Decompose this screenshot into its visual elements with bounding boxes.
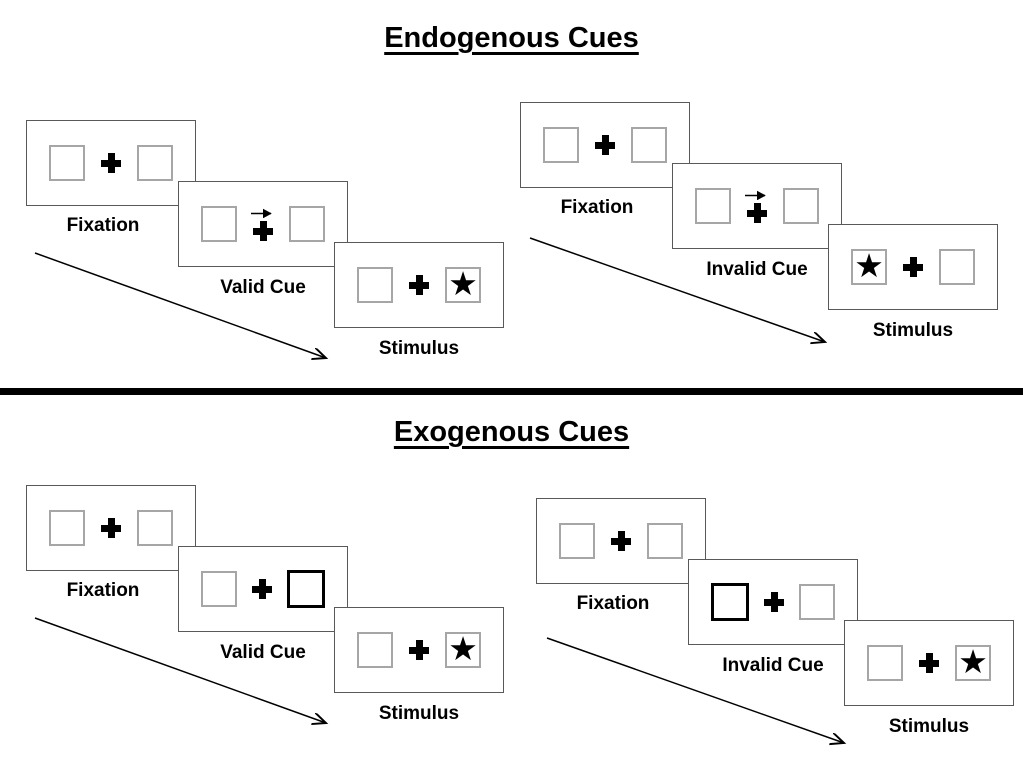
timeline-arrow-icon <box>529 237 1006 360</box>
label-fixation: Fixation <box>560 197 634 218</box>
exogenous-invalid-trial: Fixation Invalid Cue ★ Stimulus <box>536 498 1022 756</box>
panel-fixation <box>26 485 196 571</box>
label-valid-cue: Valid Cue <box>220 642 306 663</box>
placeholder-square-left <box>49 510 85 546</box>
label-stimulus: Stimulus <box>378 338 460 359</box>
placeholder-square-right <box>799 584 835 620</box>
target-square-right: ★ <box>445 267 481 303</box>
placeholder-square-left <box>695 188 731 224</box>
panel-fixation <box>520 102 690 188</box>
placeholder-square-left <box>49 145 85 181</box>
placeholder-square-right <box>631 127 667 163</box>
fixation-cross-icon <box>611 531 631 551</box>
label-fixation: Fixation <box>66 580 140 601</box>
placeholder-square-left <box>357 267 393 303</box>
placeholder-square-left <box>543 127 579 163</box>
star-icon: ★ <box>448 630 478 667</box>
fixation-cross-icon <box>903 257 923 277</box>
label-stimulus: Stimulus <box>888 716 970 737</box>
section-title-endogenous: Endogenous Cues <box>384 22 639 54</box>
placeholder-square-right <box>289 206 325 242</box>
fixation-cross-icon <box>764 592 784 612</box>
label-stimulus: Stimulus <box>378 703 460 724</box>
section-divider <box>0 388 1023 395</box>
placeholder-square-right <box>137 145 173 181</box>
panel-valid-cue <box>178 546 348 632</box>
fixation-cross-icon <box>101 153 121 173</box>
timeline-arrow-icon <box>34 617 512 743</box>
placeholder-square-right <box>137 510 173 546</box>
fixation-cross-icon <box>253 221 273 241</box>
label-stimulus: Stimulus <box>872 320 954 341</box>
fixation-cross-icon <box>101 518 121 538</box>
placeholder-square-left <box>201 206 237 242</box>
exogenous-valid-trial: Fixation Valid Cue ★ Stimulus <box>26 485 512 743</box>
cue-arrow-right-icon <box>251 208 272 218</box>
fixation-cross-icon <box>409 275 429 295</box>
star-icon: ★ <box>854 247 884 284</box>
panel-fixation <box>536 498 706 584</box>
panel-stimulus: ★ <box>844 620 1014 706</box>
panel-invalid-cue <box>672 163 842 249</box>
panel-stimulus: ★ <box>828 224 998 310</box>
section-title-exogenous: Exogenous Cues <box>393 416 630 448</box>
target-square-left: ★ <box>851 249 887 285</box>
label-invalid-cue: Invalid Cue <box>722 655 824 676</box>
label-invalid-cue: Invalid Cue <box>706 259 808 280</box>
cue-square-right <box>287 570 325 608</box>
target-square-right: ★ <box>445 632 481 668</box>
placeholder-square-right <box>783 188 819 224</box>
fixation-cross-icon <box>409 640 429 660</box>
fixation-cross-icon <box>747 203 767 223</box>
placeholder-square-left <box>201 571 237 607</box>
placeholder-square-left <box>559 523 595 559</box>
placeholder-square-right <box>647 523 683 559</box>
label-fixation: Fixation <box>66 215 140 236</box>
cue-arrow-right-icon <box>745 190 766 200</box>
placeholder-square-left <box>357 632 393 668</box>
timeline-arrow-icon <box>34 252 512 378</box>
target-square-right: ★ <box>955 645 991 681</box>
star-icon: ★ <box>958 643 988 680</box>
panel-fixation <box>26 120 196 206</box>
panel-valid-cue <box>178 181 348 267</box>
fixation-cross-icon <box>595 135 615 155</box>
endogenous-invalid-trial: Fixation Invalid Cue ★ Stimulus <box>520 102 1006 360</box>
label-valid-cue: Valid Cue <box>220 277 306 298</box>
endogenous-valid-trial: Fixation Valid Cue ★ Stimulus <box>26 120 512 378</box>
fixation-cross-icon <box>919 653 939 673</box>
label-fixation: Fixation <box>576 593 650 614</box>
placeholder-square-right <box>939 249 975 285</box>
panel-invalid-cue <box>688 559 858 645</box>
fixation-cross-icon <box>252 579 272 599</box>
timeline-arrow-icon <box>546 637 1022 756</box>
panel-stimulus: ★ <box>334 607 504 693</box>
star-icon: ★ <box>448 265 478 302</box>
cue-square-left <box>711 583 749 621</box>
panel-stimulus: ★ <box>334 242 504 328</box>
placeholder-square-left <box>867 645 903 681</box>
